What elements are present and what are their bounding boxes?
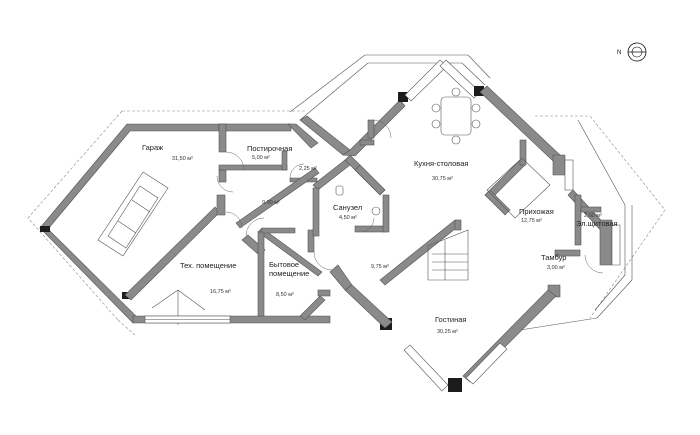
- room-name-entrance: Прихожая: [519, 207, 554, 216]
- room-name-bathroom: Санузел: [333, 203, 362, 212]
- room-name-living: Гостиная: [435, 315, 466, 324]
- door-bathroom: [359, 217, 375, 233]
- room-area-hall: 9,00 м²: [262, 200, 280, 206]
- room-area-electrical: 2,00 м²: [584, 213, 602, 219]
- room-name-vestibule: Тамбур: [541, 253, 566, 262]
- fixtures: [97, 87, 551, 257]
- wardrobe: [486, 157, 551, 219]
- window-vestibule: [611, 224, 621, 266]
- room-name-electrical: Эл.щитовая: [576, 219, 618, 228]
- door-garage: [216, 175, 234, 193]
- wall-living-west: [344, 284, 393, 329]
- room-name-laundry: Постирочная: [247, 144, 292, 153]
- wall-laundry-top: [218, 123, 292, 132]
- room-name-kitchen: Кухня-столовая: [414, 159, 468, 168]
- room-name-utility-text: Бытовое: [269, 260, 299, 269]
- wall-bathroom: [312, 159, 351, 191]
- room-area-corridor: 9,75 м²: [371, 264, 389, 270]
- room-area-bathroom: 4,50 м²: [339, 215, 357, 221]
- toilet-icon: [335, 185, 344, 196]
- room-area-vestibule: 3,00 м²: [547, 265, 565, 271]
- room-labels: Гараж 31,50 м² Постирочная 5,00 м² 2,25 …: [142, 143, 618, 335]
- walls: [39, 59, 621, 392]
- door-utility: [313, 251, 333, 271]
- door-vestibule: [580, 211, 596, 227]
- wall-living-partition: [379, 219, 461, 286]
- room-name-utility: Бытовое помещение: [269, 260, 309, 278]
- door-kitchen: [372, 119, 392, 139]
- wall-garage-sw: [39, 227, 141, 324]
- room-name-technical: Тех. помещение: [180, 261, 236, 270]
- staircase: [427, 229, 469, 281]
- sink-icon: [371, 206, 381, 216]
- door-tech: [225, 211, 243, 229]
- window-living-se: [465, 342, 508, 385]
- room-name-garage: Гараж: [142, 143, 163, 152]
- doors: [216, 119, 604, 274]
- window-living-sw: [403, 344, 449, 392]
- wall-diagonal-hall: [235, 167, 320, 229]
- room-area-living: 30,25 м²: [437, 329, 458, 335]
- wall-laundry-bottom: [218, 164, 288, 171]
- compass: N: [617, 42, 647, 62]
- door-main-entrance: [584, 254, 604, 274]
- room-area-laundry: 5,00 м²: [252, 155, 270, 161]
- room-area-technical: 16,75 м²: [210, 289, 231, 295]
- room-area-kitchen: 30,75 м²: [432, 176, 453, 182]
- room-area-utility: 8,50 м²: [276, 292, 294, 298]
- door-hall: [245, 217, 265, 237]
- wall-garage-tech: [124, 206, 221, 301]
- room-area-entrance: 12,75 м²: [521, 218, 542, 224]
- wall-garage-nw: [39, 123, 220, 230]
- dining-table-icon: [431, 87, 481, 145]
- room-name-utility-line2: помещение: [269, 269, 309, 278]
- wall-tech-utility: [257, 227, 323, 277]
- door-laundry: [225, 151, 245, 171]
- room-area-garage: 31,50 м²: [172, 156, 193, 162]
- room-area-closet: 2,25 м²: [299, 166, 317, 172]
- kitchen-counter: [354, 164, 386, 196]
- wall-laundry-left: [218, 123, 227, 153]
- door-closet: [289, 163, 305, 179]
- car-icon: [97, 171, 169, 257]
- compass-letter: N: [617, 50, 621, 56]
